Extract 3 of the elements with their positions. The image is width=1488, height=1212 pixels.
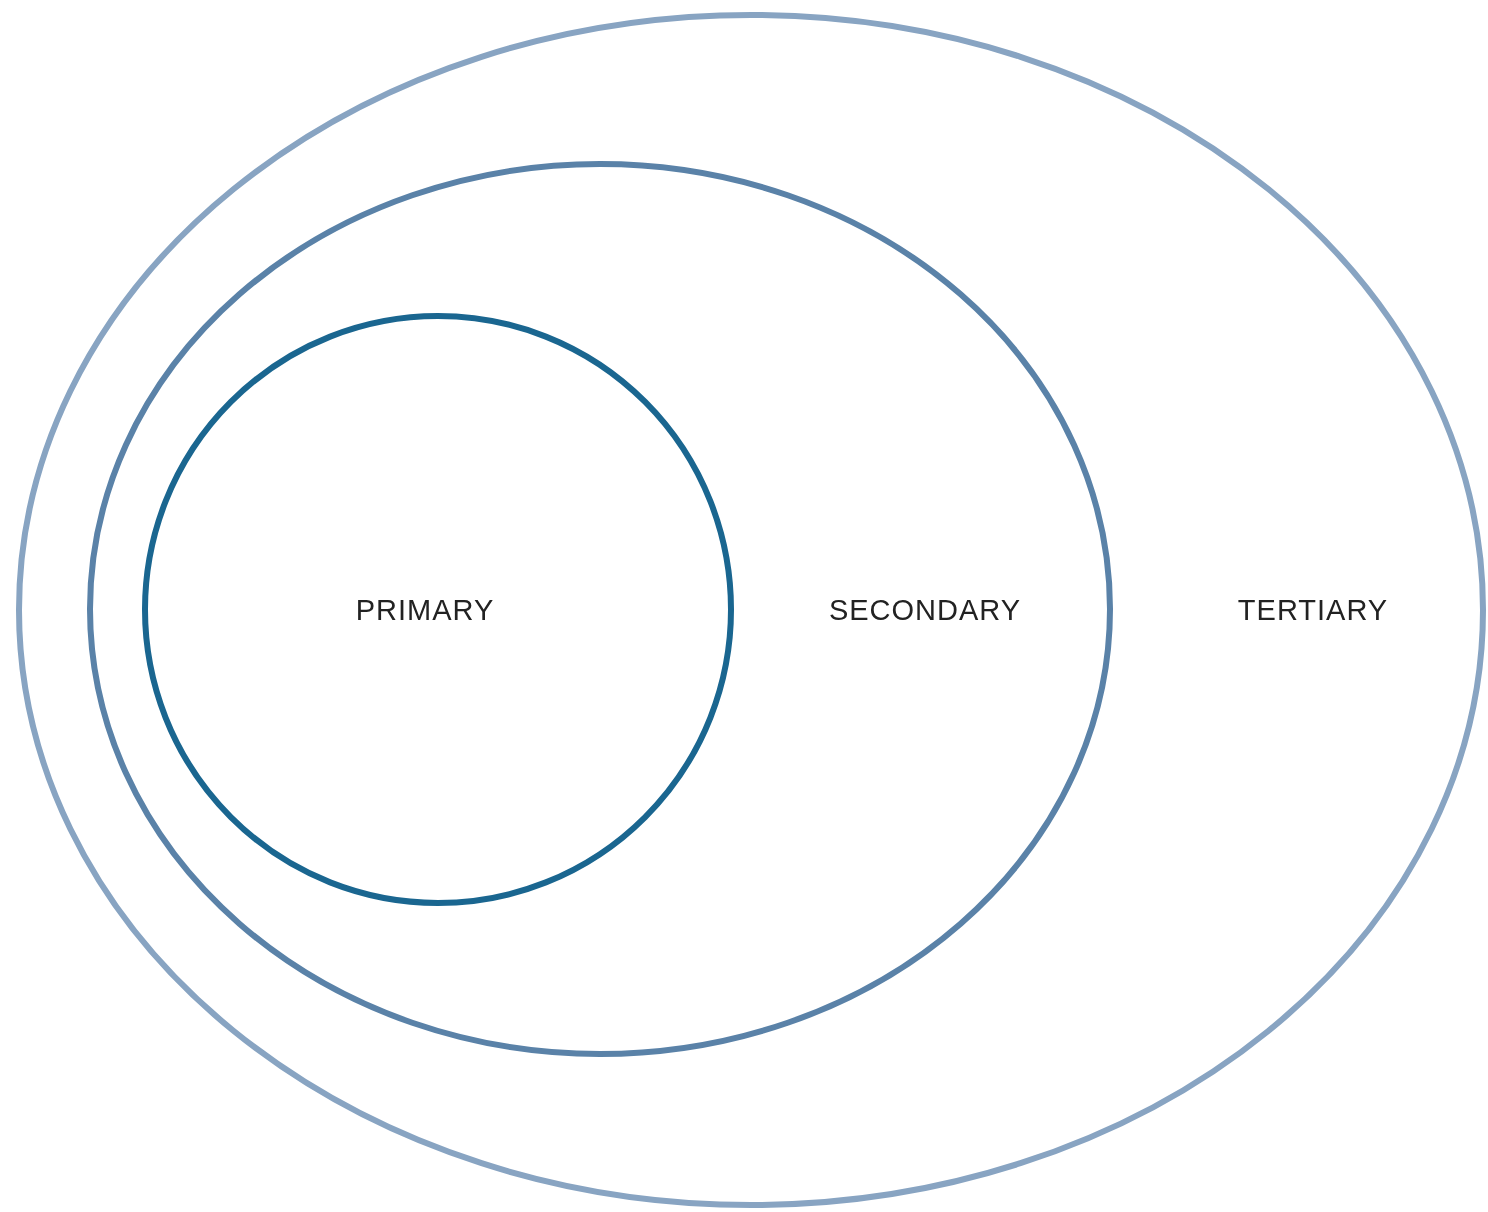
region-label: SECONDARY [828, 593, 1022, 627]
region-label: PRIMARY [355, 593, 495, 627]
region-label: TERTIARY [1237, 593, 1389, 627]
